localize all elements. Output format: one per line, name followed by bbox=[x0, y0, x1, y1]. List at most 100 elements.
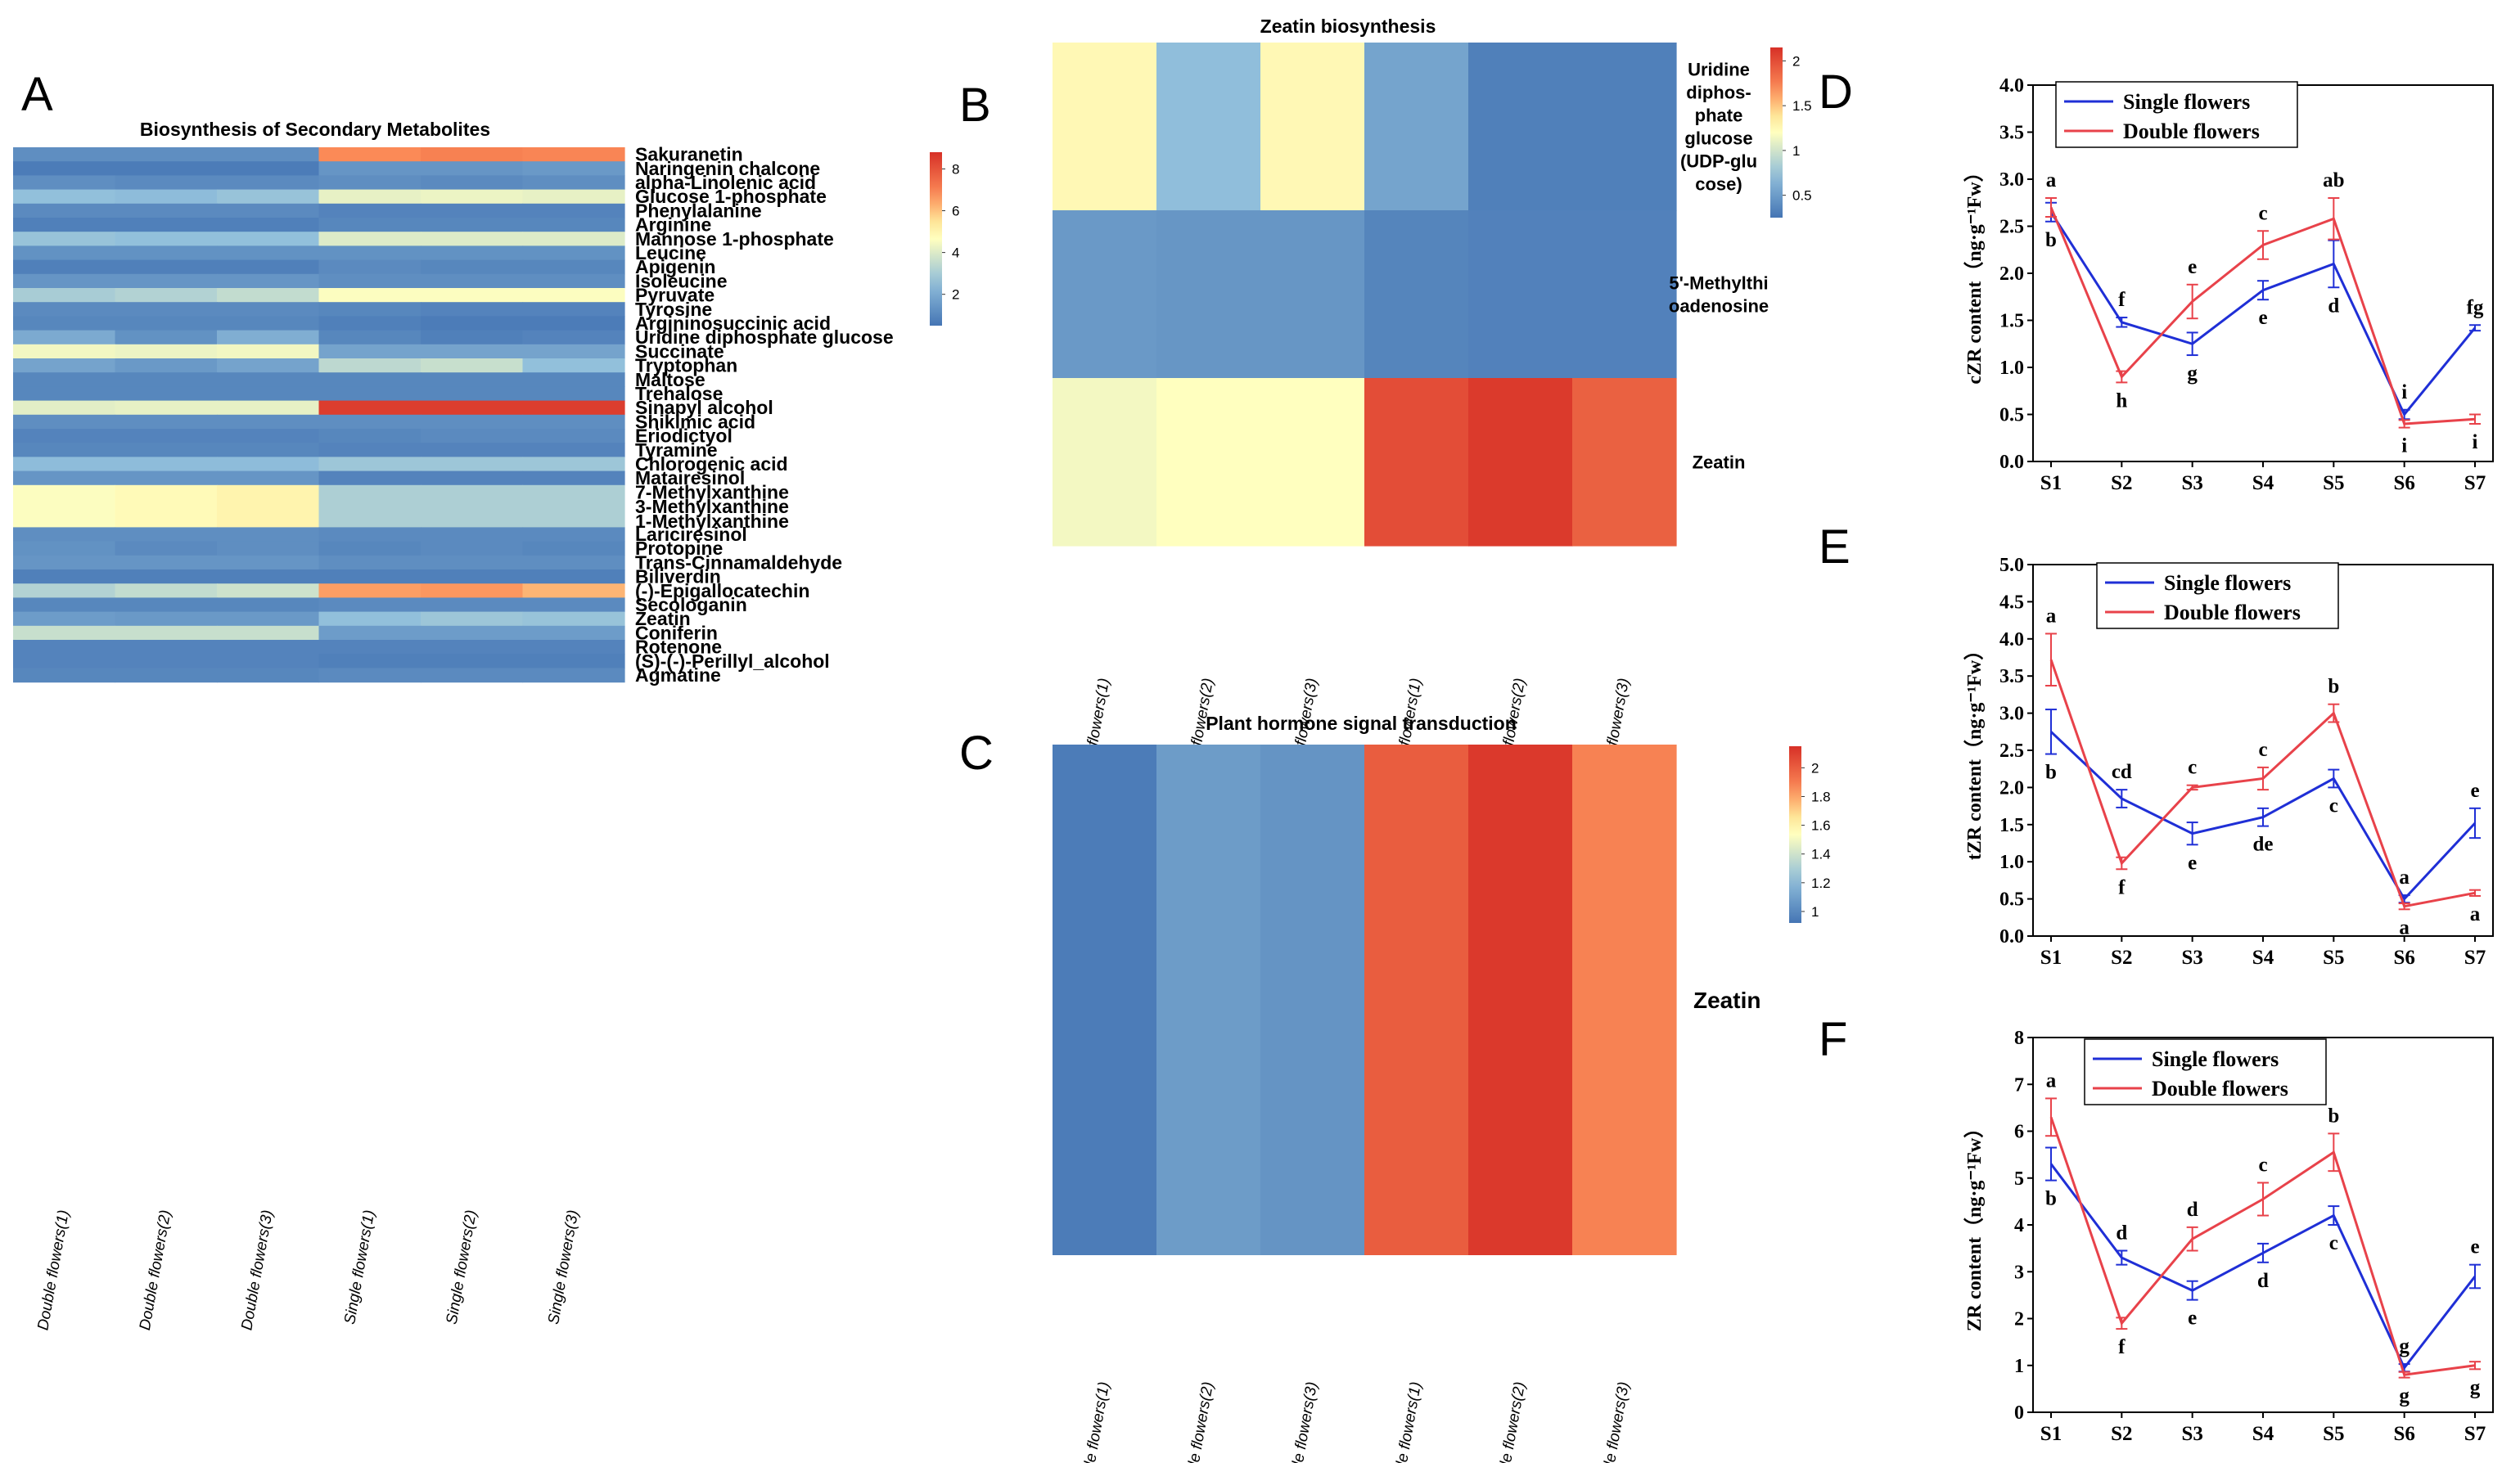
heatmap-a-cell bbox=[217, 175, 320, 191]
line-e-y-tick-label: 1.5 bbox=[1999, 815, 2024, 836]
heatmap-a-row-label: Rotenone bbox=[635, 637, 722, 658]
heatmap-a-cell bbox=[217, 569, 320, 584]
line-d-y-tick-label: 1.0 bbox=[1999, 358, 2024, 379]
line-f-x-tick-label: S4 bbox=[2252, 1423, 2274, 1445]
heatmap-a-cell bbox=[318, 414, 422, 430]
heatmap-a-cell bbox=[217, 218, 320, 232]
line-e-significance-letter: a bbox=[2399, 916, 2410, 939]
line-f-y-tick-label: 3 bbox=[2014, 1262, 2024, 1283]
heatmap-a-column-label: Double flowers(3) bbox=[238, 1209, 277, 1331]
heatmap-c-column-label: Single flowers(1) bbox=[1388, 1380, 1425, 1463]
heatmap-a-cell bbox=[522, 569, 625, 584]
heatmap-a-row-label: alpha-Linolenic acid bbox=[635, 172, 816, 193]
heatmap-a-cell bbox=[115, 611, 218, 627]
heatmap-a-cell bbox=[13, 161, 116, 176]
line-f-legend-label: Single flowers bbox=[2152, 1047, 2279, 1071]
heatmap-b-cell bbox=[1260, 378, 1365, 547]
line-e-significance-letter: c bbox=[2188, 757, 2197, 779]
line-e-y-tick-label: 4.0 bbox=[1999, 629, 2024, 650]
heatmap-a-cell bbox=[217, 625, 320, 641]
heatmap-a-cell bbox=[318, 147, 422, 162]
line-f-x-tick-label: S6 bbox=[2393, 1423, 2414, 1445]
line-f-legend-label: Double flowers bbox=[2152, 1077, 2288, 1101]
line-d-significance-letter: e bbox=[2188, 256, 2197, 278]
heatmap-a-cell bbox=[522, 358, 625, 373]
line-d-significance-letter: h bbox=[2116, 389, 2127, 412]
heatmap-a-row-label: (-)-Epigallocatechin bbox=[635, 580, 809, 601]
heatmap-a-cell bbox=[115, 429, 218, 443]
heatmap-a-cell bbox=[421, 668, 524, 683]
line-d-significance-letter: ab bbox=[2323, 169, 2344, 191]
line-e-x-tick-label: S2 bbox=[2111, 947, 2132, 969]
heatmap-a-cell bbox=[522, 583, 625, 598]
heatmap-a-cell bbox=[522, 203, 625, 218]
heatmap-b-cell bbox=[1468, 43, 1573, 211]
heatmap-a-row-label: Tyrosine bbox=[635, 299, 712, 320]
heatmap-b-colorbar bbox=[1770, 47, 1783, 218]
heatmap-c-cell bbox=[1156, 745, 1261, 1255]
panel-letter-f: F bbox=[1819, 1013, 1847, 1066]
heatmap-a-cell bbox=[318, 555, 422, 570]
heatmap-a-cell bbox=[421, 330, 524, 345]
heatmap-c-colorbar-tick-label: 1.8 bbox=[1811, 789, 1831, 804]
heatmap-b-row-label: glucose bbox=[1684, 128, 1752, 149]
heatmap-a-cell bbox=[217, 400, 320, 416]
heatmap-a-cell bbox=[115, 245, 218, 261]
heatmap-a-cell bbox=[217, 245, 320, 261]
heatmap-a-row-label: Pyruvate bbox=[635, 285, 715, 306]
heatmap-a-cell bbox=[318, 654, 422, 668]
heatmap-a-cell bbox=[522, 400, 625, 416]
heatmap-b-cell bbox=[1260, 210, 1365, 379]
heatmap-c-row-label: Zeatin bbox=[1693, 988, 1760, 1013]
heatmap-a-cell bbox=[13, 443, 116, 457]
heatmap-a-cell bbox=[421, 386, 524, 402]
heatmap-a-cell bbox=[115, 400, 218, 416]
panel-letter-e: E bbox=[1819, 520, 1851, 574]
line-e-y-tick-label: 4.5 bbox=[1999, 592, 2024, 613]
heatmap-a-cell bbox=[522, 597, 625, 613]
heatmap-a-cell bbox=[318, 611, 422, 627]
line-d-x-tick-label: S7 bbox=[2464, 472, 2486, 494]
heatmap-a-cell bbox=[13, 358, 116, 373]
line-d-y-tick-label: 3.0 bbox=[1999, 169, 2024, 191]
heatmap-b-row-label: 5'-Methylthi bbox=[1669, 273, 1768, 294]
heatmap-a-cell bbox=[421, 541, 524, 556]
heatmap-a-row-label: Succinate bbox=[635, 340, 724, 362]
line-e-significance-letter: a bbox=[2399, 867, 2410, 889]
heatmap-a-cell bbox=[217, 527, 320, 542]
line-f-significance-letter: d bbox=[2257, 1270, 2269, 1292]
heatmap-a-cell bbox=[115, 668, 218, 683]
line-f-y-tick-label: 7 bbox=[2014, 1074, 2024, 1096]
heatmap-a-cell bbox=[217, 288, 320, 303]
heatmap-a-cell bbox=[217, 203, 320, 218]
line-e-y-tick-label: 2.5 bbox=[1999, 741, 2024, 762]
heatmap-a-cell bbox=[421, 457, 524, 472]
heatmap-a-row-label: Trans-Cinnamaldehyde bbox=[635, 551, 842, 573]
heatmap-a-cell bbox=[13, 555, 116, 570]
heatmap-a-row-label: Lariciresinol bbox=[635, 524, 747, 545]
line-e-significance-letter: de bbox=[2253, 834, 2274, 856]
heatmap-a-cell bbox=[318, 443, 422, 457]
heatmap-a-cell bbox=[522, 161, 625, 176]
line-d-significance-letter: a bbox=[2046, 169, 2057, 191]
heatmap-a-cell bbox=[115, 358, 218, 373]
heatmap-c-column-label: Single flowers(3) bbox=[1596, 1380, 1633, 1463]
line-d-significance-letter: i bbox=[2401, 381, 2407, 403]
heatmap-a-cell bbox=[318, 640, 422, 655]
heatmap-a-cell bbox=[115, 147, 218, 162]
heatmap-a-cell bbox=[421, 344, 524, 359]
heatmap-a-cell bbox=[13, 316, 116, 331]
heatmap-a-cell bbox=[421, 288, 524, 303]
heatmap-a-cell bbox=[13, 597, 116, 613]
line-e-x-tick-label: S5 bbox=[2323, 947, 2344, 969]
heatmap-a-cell bbox=[318, 273, 422, 289]
heatmap-a-row-label: Sinapyl alcohol bbox=[635, 397, 773, 418]
heatmap-a-cell bbox=[522, 470, 625, 486]
heatmap-a-row-label: Chlorogenic acid bbox=[635, 453, 788, 475]
heatmap-a-cell bbox=[318, 400, 422, 416]
heatmap-a-cell bbox=[421, 302, 524, 317]
heatmap-a-cell bbox=[522, 668, 625, 683]
heatmap-a-cell bbox=[522, 302, 625, 317]
heatmap-a-cell bbox=[217, 232, 320, 246]
line-d-x-tick-label: S2 bbox=[2111, 472, 2132, 494]
